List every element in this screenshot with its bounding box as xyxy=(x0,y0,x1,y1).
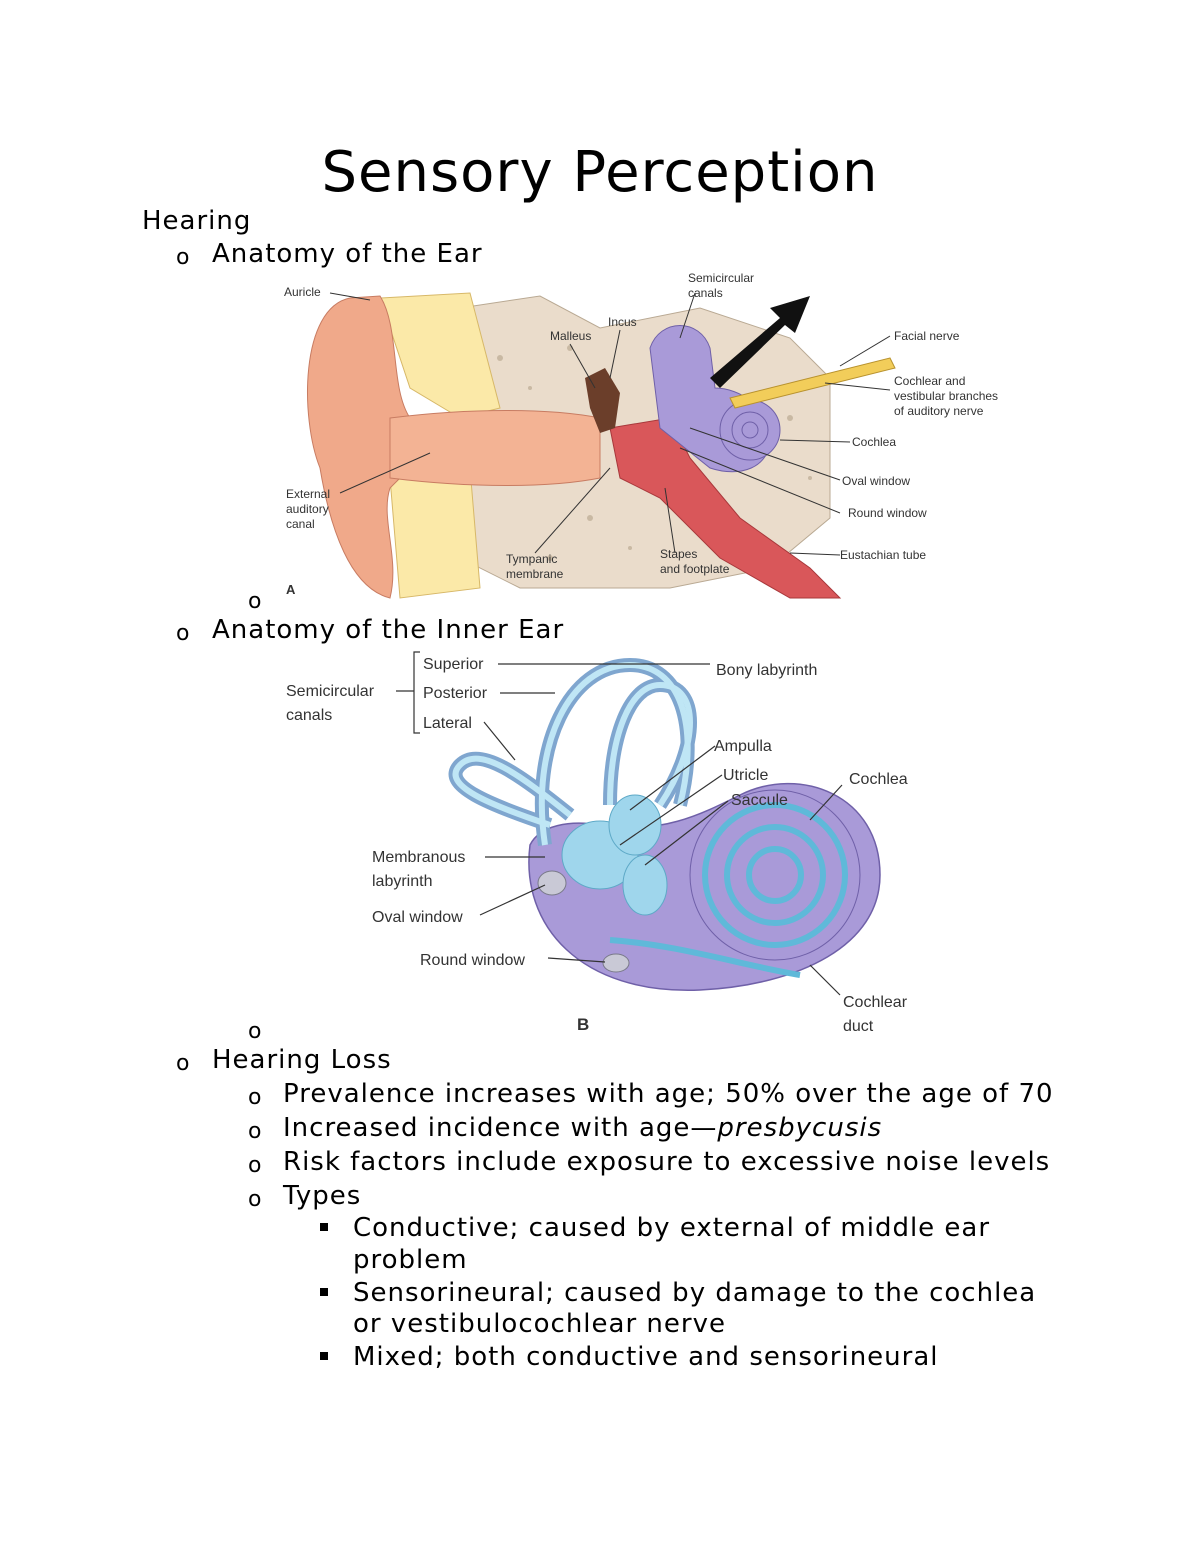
type-sensorineural: Sensorineural; caused by damage to the c… xyxy=(353,1278,1037,1308)
figure-inner-ear: Semicircular canals Superior Posterior L… xyxy=(280,645,930,1040)
subheading-anatomy-ear: Anatomy of the Ear xyxy=(212,239,483,269)
bullet-circle: o xyxy=(176,245,190,270)
bullet-circle: o xyxy=(248,1153,262,1178)
label-external-canal: External xyxy=(286,487,330,501)
label-stapes-2: and footplate xyxy=(660,562,730,576)
bullet-circle: o xyxy=(248,1019,262,1044)
list-item-prevalence: Prevalence increases with age; 50% over … xyxy=(283,1079,1054,1109)
label-cochlear-branches-2: vestibular branches xyxy=(894,389,998,403)
label-eustachian-tube: Eustachian tube xyxy=(840,548,926,562)
label-stapes: Stapes xyxy=(660,547,697,561)
label-membranous-labyrinth: Membranous xyxy=(372,849,465,866)
label-superior: Superior xyxy=(423,656,484,673)
bullet-circle: o xyxy=(248,1187,262,1212)
label-external-canal-3: canal xyxy=(286,517,315,531)
incidence-text: Increased incidence with age— xyxy=(283,1113,718,1143)
bullet-square xyxy=(320,1288,328,1296)
label-external-canal-2: auditory xyxy=(286,502,329,516)
label-cochlear-duct: Cochlear xyxy=(843,994,908,1011)
subheading-anatomy-inner-ear: Anatomy of the Inner Ear xyxy=(212,615,565,645)
label-cochlear-branches: Cochlear and xyxy=(894,374,965,388)
bullet-circle: o xyxy=(176,621,190,646)
label-saccule: Saccule xyxy=(731,792,788,809)
section-heading-hearing: Hearing xyxy=(142,206,252,236)
figure-letter-b: B xyxy=(577,1015,589,1034)
label-cochlear-duct-2: duct xyxy=(843,1018,874,1035)
label-round-window: Round window xyxy=(848,506,927,520)
subheading-hearing-loss: Hearing Loss xyxy=(212,1045,392,1075)
bullet-circle: o xyxy=(176,1051,190,1076)
page-title: Sensory Perception xyxy=(321,140,879,205)
type-sensorineural-cont: or vestibulocochlear nerve xyxy=(353,1309,726,1339)
label-tympanic-membrane-2: membrane xyxy=(506,567,564,581)
list-item-types: Types xyxy=(283,1181,362,1211)
type-mixed: Mixed; both conductive and sensorineural xyxy=(353,1342,939,1372)
label-semicircular-canals-2: canals xyxy=(286,707,332,724)
label-semicircular-canals-2: canals xyxy=(688,286,723,300)
figure-letter-a: A xyxy=(286,582,296,597)
label-oval-window: Oval window xyxy=(372,909,463,926)
label-ampulla: Ampulla xyxy=(714,738,772,755)
label-incus: Incus xyxy=(608,315,637,329)
label-malleus: Malleus xyxy=(550,329,591,343)
list-item-risk-factors: Risk factors include exposure to excessi… xyxy=(283,1147,1051,1177)
bullet-circle: o xyxy=(248,589,262,614)
label-tympanic-membrane: Tympanic xyxy=(506,552,557,566)
bullet-square xyxy=(320,1352,328,1360)
label-utricle: Utricle xyxy=(723,767,768,784)
label-lateral: Lateral xyxy=(423,715,472,732)
label-facial-nerve: Facial nerve xyxy=(894,329,960,343)
label-cochlea: Cochlea xyxy=(852,435,896,449)
type-conductive: Conductive; caused by external of middle… xyxy=(353,1213,991,1243)
label-semicircular-canals: Semicircular xyxy=(688,271,754,285)
bullet-circle: o xyxy=(248,1119,262,1144)
label-posterior: Posterior xyxy=(423,685,488,702)
label-round-window: Round window xyxy=(420,952,525,969)
bullet-circle: o xyxy=(248,1085,262,1110)
label-semicircular-canals: Semicircular xyxy=(286,683,375,700)
bullet-square xyxy=(320,1223,328,1231)
figure-ear-anatomy: Auricle Semicircular canals Incus Malleu… xyxy=(270,268,1030,608)
type-conductive-cont: problem xyxy=(353,1245,468,1275)
label-oval-window: Oval window xyxy=(842,474,910,488)
label-cochlea: Cochlea xyxy=(849,771,908,788)
label-auricle: Auricle xyxy=(284,285,321,299)
incidence-term: presbycusis xyxy=(717,1113,883,1143)
label-cochlear-branches-3: of auditory nerve xyxy=(894,404,984,418)
label-bony-labyrinth: Bony labyrinth xyxy=(716,662,817,679)
list-item-incidence: Increased incidence with age—presbycusis xyxy=(283,1112,882,1144)
label-membranous-labyrinth-2: labyrinth xyxy=(372,873,432,890)
